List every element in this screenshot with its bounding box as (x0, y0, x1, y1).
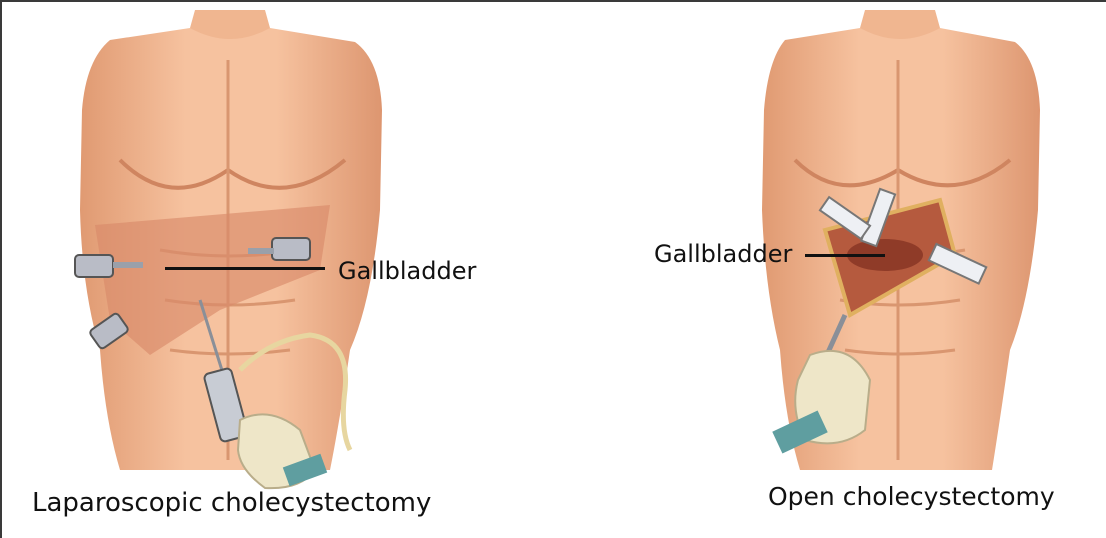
open-caption: Open cholecystectomy (768, 482, 1055, 511)
open-surgery-torso-illustration (640, 0, 1106, 538)
gallbladder-label: Gallbladder (338, 257, 476, 285)
open-surgery-panel: Gallbladder Open cholecystectomy (640, 0, 1106, 538)
gallbladder-label: Gallbladder (654, 240, 792, 268)
laparoscopic-caption: Laparoscopic cholecystectomy (32, 488, 431, 518)
gallbladder-leader-line (805, 254, 885, 257)
gallbladder-leader-line (165, 267, 325, 270)
laparoscopic-panel: Gallbladder Laparoscopic cholecystectomy (0, 0, 540, 538)
